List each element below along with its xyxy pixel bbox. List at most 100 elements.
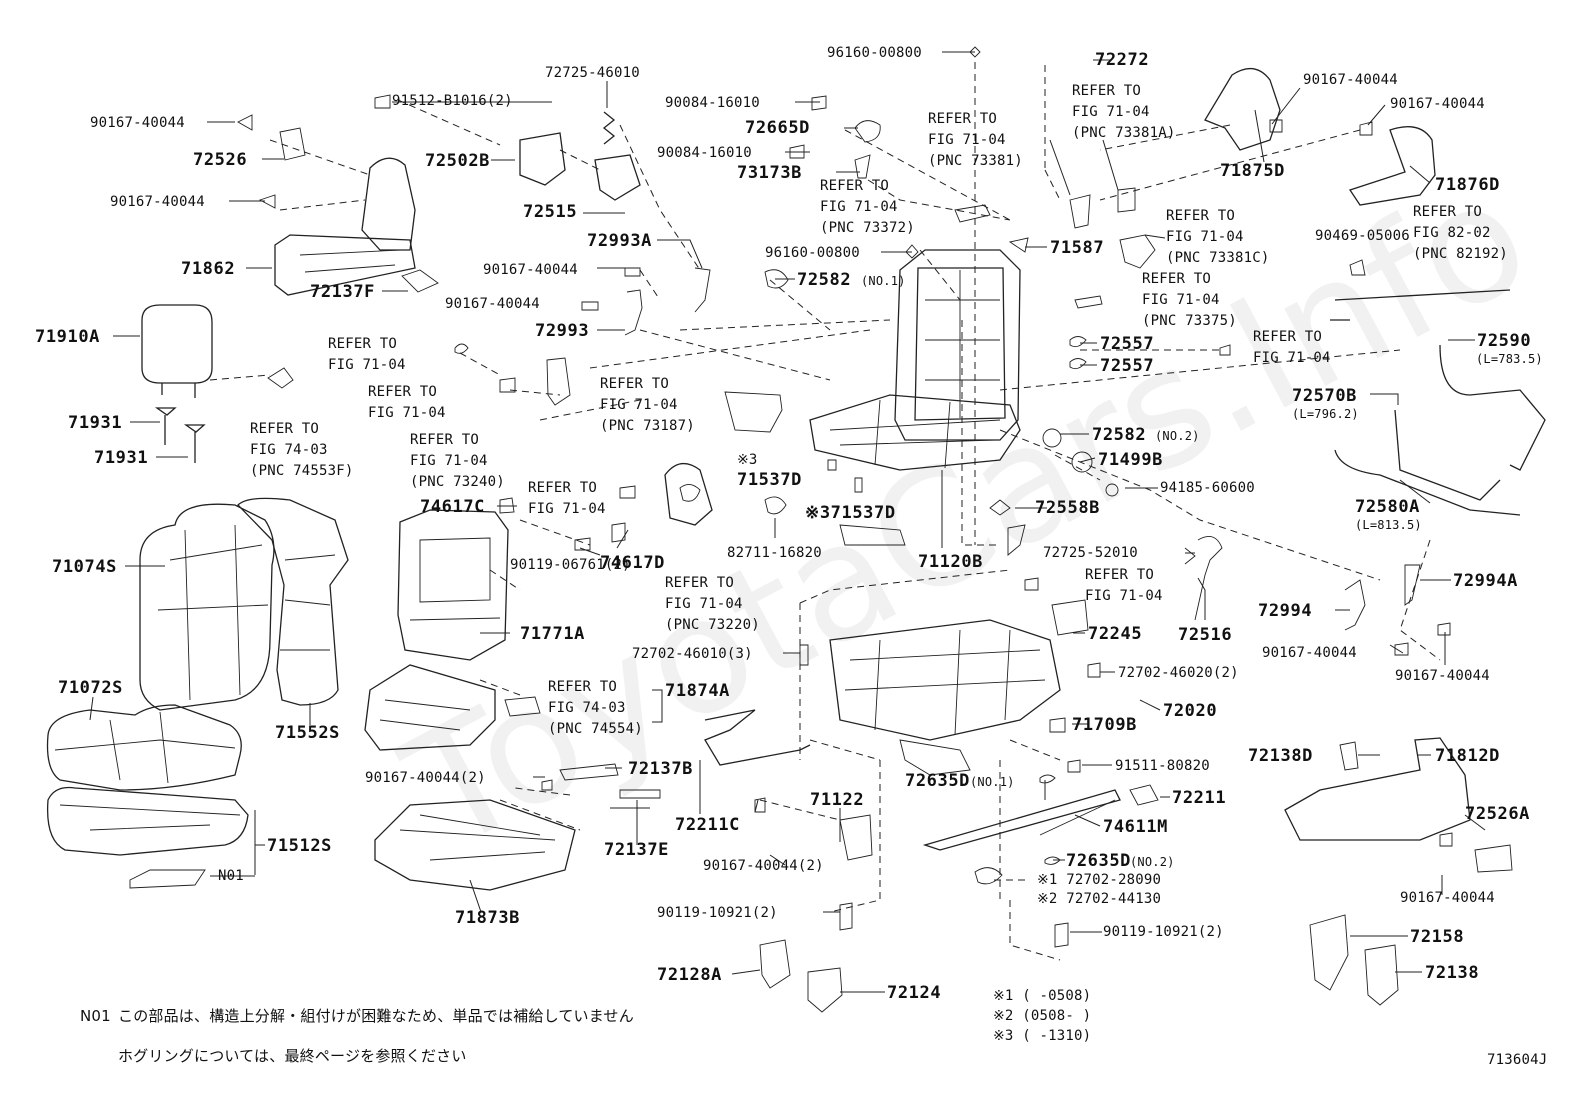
label-72272: 72272 (1095, 50, 1150, 70)
label-72582-no1: 72582 (797, 270, 852, 290)
label-71862: 71862 (181, 259, 236, 279)
label-72128a: 72128A (657, 965, 723, 985)
label-71910a: 71910A (35, 327, 101, 347)
label-72582-no2-suffix: (NO.2) (1155, 429, 1200, 443)
label-71931-a: 71931 (68, 413, 123, 433)
dashed-assembly-lines (209, 62, 1441, 961)
label-91512-b1016: 91512-B1016(2) (392, 93, 513, 109)
label-71587: 71587 (1050, 238, 1105, 258)
label-71812d: 71812D (1435, 746, 1501, 766)
label-72020: 72020 (1163, 701, 1218, 721)
label-72993a: 72993A (587, 231, 653, 251)
footnote-n01-code: N01 (80, 1007, 111, 1025)
label-71074s: 71074S (52, 557, 118, 577)
label-91511-80820: 91511-80820 (1115, 758, 1210, 774)
label-72137e: 72137E (604, 840, 670, 860)
label-90167-40044-c: 90167-40044 (483, 262, 578, 278)
label-90167-40044-f: 90167-40044 (1390, 96, 1485, 112)
label-72725-52010: 72725-52010 (1043, 545, 1138, 561)
label-71512s: 71512S (267, 836, 333, 856)
label-72516: 72516 (1178, 625, 1233, 645)
label-72635d-no2-suffix: (NO.2) (1130, 855, 1175, 869)
label-72702-46020: 72702-46020(2) (1118, 665, 1239, 681)
label-71709b: 71709B (1072, 715, 1138, 735)
figure-code: 713604J (1487, 1052, 1548, 1068)
label-71873b: 71873B (455, 908, 521, 928)
label-72994a: 72994A (1453, 571, 1519, 591)
label-74611m: 74611M (1103, 817, 1169, 837)
label-72211: 72211 (1172, 788, 1227, 808)
label-72526a: 72526A (1465, 804, 1531, 824)
label-n01-mark: N01 (218, 868, 244, 884)
label-72158: 72158 (1410, 927, 1465, 947)
label-90167-40044-d: 90167-40044 (445, 296, 540, 312)
label-72994: 72994 (1258, 601, 1313, 621)
label-90084-16010-a: 90084-16010 (665, 95, 760, 111)
label-71876d: 71876D (1435, 175, 1501, 195)
label-72570b: 72570B (1292, 386, 1358, 406)
label-90167-40044-i: 90167-40044(2) (365, 770, 486, 786)
footnote-n01-text: この部品は、構造上分解・組付けが困難なため、単品では補給していません (118, 1007, 634, 1025)
label-72993: 72993 (535, 321, 590, 341)
label-90167-40044-b: 90167-40044 (110, 194, 205, 210)
label-kome2-part: ※2 72702-44130 (1037, 891, 1162, 907)
label-72502b: 72502B (425, 151, 491, 171)
label-71537d-b: ※371537D (805, 503, 896, 523)
label-96160-00800-top: 96160-00800 (827, 45, 922, 61)
label-72635d-no2: 72635D (1066, 851, 1132, 871)
label-94185-60600: 94185-60600 (1160, 480, 1255, 496)
footnote-kome-2: ※2 (0508- ) (993, 1008, 1092, 1024)
label-90167-40044-h: 90167-40044 (1395, 668, 1490, 684)
label-kome3-mark: ※3 (737, 452, 758, 468)
label-72580a: 72580A (1355, 497, 1421, 517)
label-72665d: 72665D (745, 118, 811, 138)
label-74617d: 74617D (600, 553, 666, 573)
footnote-kome-1: ※1 ( -0508) (993, 988, 1092, 1004)
label-72245: 72245 (1088, 624, 1143, 644)
label-90167-40044-j: 90167-40044(2) (703, 858, 824, 874)
label-72725-46010: 72725-46010 (545, 65, 640, 81)
label-72515: 72515 (523, 202, 578, 222)
label-90167-40044-e: 90167-40044 (1303, 72, 1398, 88)
label-72590-length: (L=783.5) (1476, 352, 1543, 366)
label-72137b: 72137B (628, 759, 694, 779)
label-71875d: 71875D (1220, 161, 1286, 181)
label-82711-16820: 82711-16820 (727, 545, 822, 561)
label-72582-no1-suffix: (NO.1) (861, 274, 906, 288)
label-71931-b: 71931 (94, 448, 149, 468)
label-kome1-part: ※1 72702-28090 (1037, 872, 1162, 888)
label-72124: 72124 (887, 983, 942, 1003)
label-90084-16010-b: 90084-16010 (657, 145, 752, 161)
label-72526: 72526 (193, 150, 248, 170)
label-71552s: 71552S (275, 723, 341, 743)
label-72557-b: 72557 (1100, 356, 1155, 376)
label-72137f: 72137F (310, 282, 376, 302)
label-90167-40044-g: 90167-40044 (1262, 645, 1357, 661)
label-71072s: 71072S (58, 678, 124, 698)
label-74617c: 74617C (420, 497, 486, 517)
label-72558b: 72558B (1035, 498, 1101, 518)
label-71771a: 71771A (520, 624, 586, 644)
label-72570b-length: (L=796.2) (1292, 407, 1359, 421)
footnote-hog-ring: ホグリングについては、最終ページを参照ください (118, 1047, 467, 1065)
label-71499b: 71499B (1098, 450, 1164, 470)
label-72138d: 72138D (1248, 746, 1314, 766)
label-90119-06761: 90119-06761(2) (510, 557, 631, 573)
label-72211c: 72211C (675, 815, 741, 835)
label-90119-10921-a: 90119-10921(2) (657, 905, 778, 921)
label-72580a-length: (L=813.5) (1355, 518, 1422, 532)
label-72635d-no1-suffix: (NO.1) (970, 775, 1015, 789)
